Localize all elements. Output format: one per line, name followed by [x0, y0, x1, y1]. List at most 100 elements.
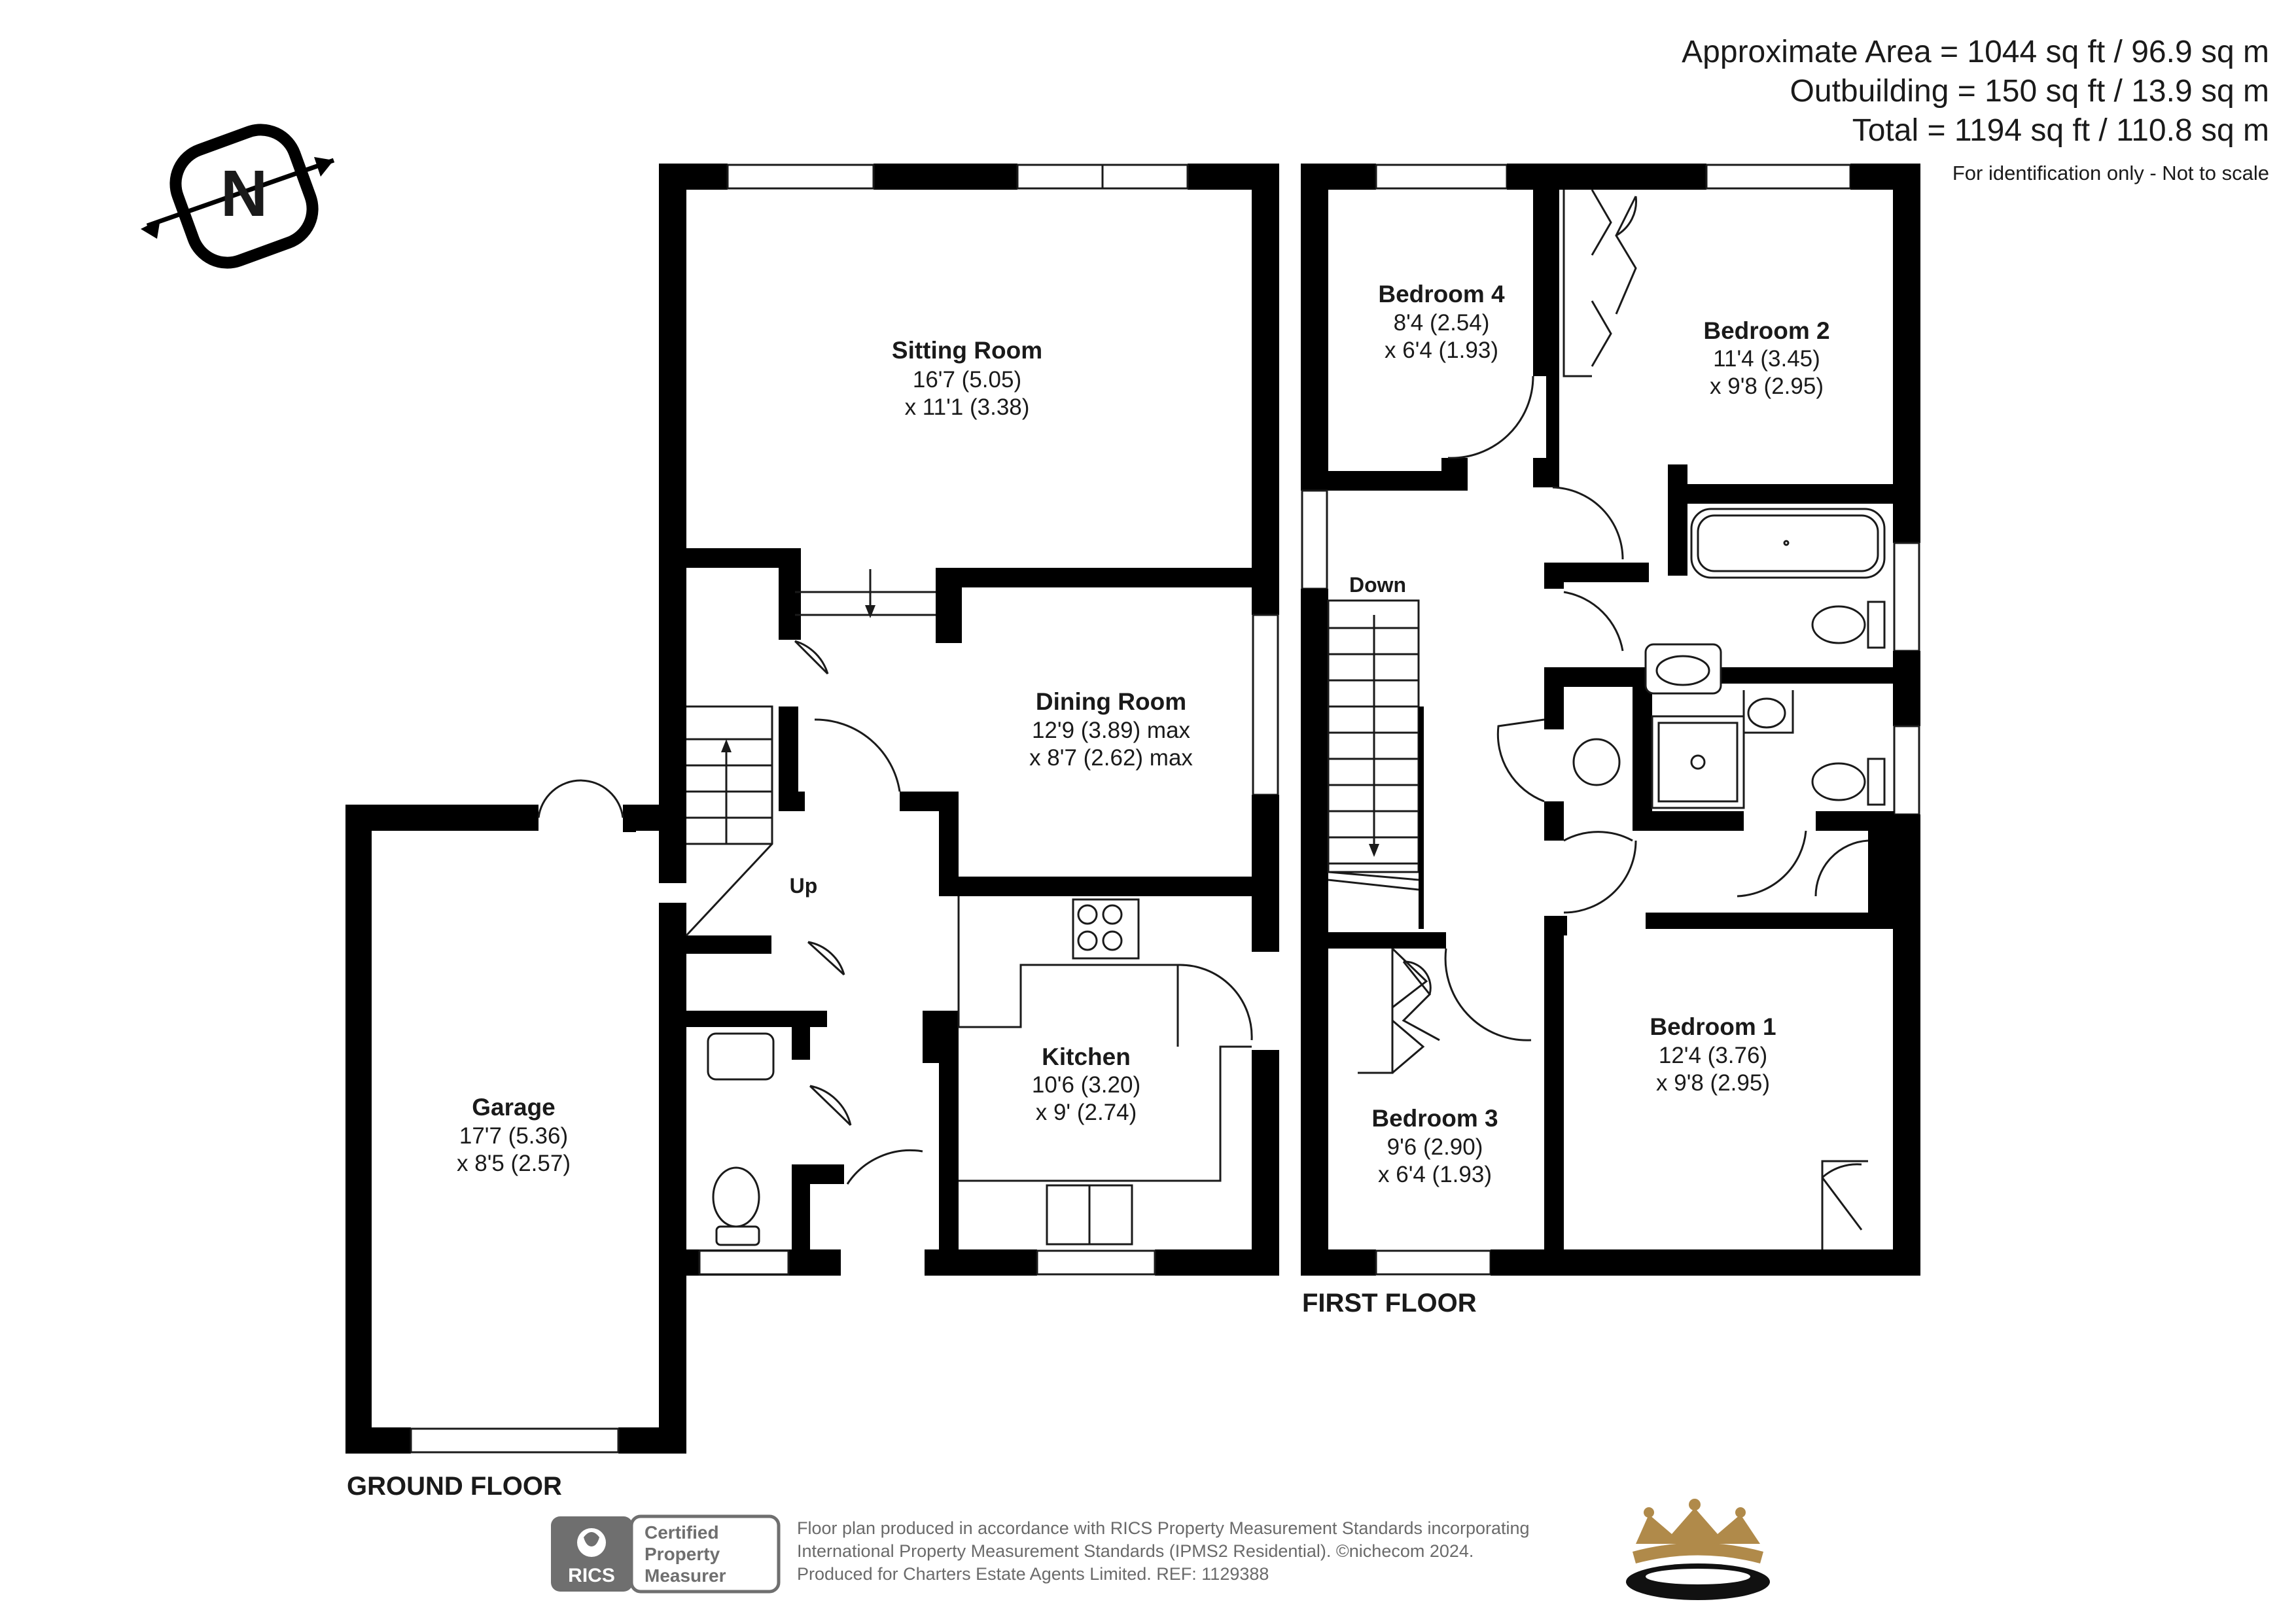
- room-garage: Garage 17'7 (5.36) x 8'5 (2.57): [457, 1094, 571, 1176]
- ensuite-window: [1893, 725, 1920, 816]
- wardrobe-door: [1391, 947, 1428, 1009]
- room-name: Bedroom 2: [1703, 317, 1829, 344]
- room-dim: x 11'1 (3.38): [905, 394, 1030, 420]
- corner-basin: [1742, 690, 1794, 734]
- room-name: Dining Room: [1036, 688, 1186, 715]
- wall: [686, 1011, 827, 1027]
- first-floor: Bedroom 4 8'4 (2.54) x 6'4 (1.93) Bedroo…: [1301, 164, 1920, 1318]
- room-dim: x 9'8 (2.95): [1656, 1070, 1770, 1096]
- sitting-window-left: [726, 164, 875, 190]
- wardrobe-door: [1591, 189, 1612, 256]
- wall: [808, 1164, 844, 1184]
- wall: [1893, 164, 1920, 543]
- room-dim: x 8'7 (2.62) max: [1029, 745, 1193, 771]
- cert-line: Measurer: [645, 1565, 726, 1586]
- wall: [1668, 464, 1687, 576]
- room-name: Kitchen: [1042, 1043, 1131, 1070]
- room-bed2: Bedroom 2 11'4 (3.45) x 9'8 (2.95): [1703, 317, 1829, 399]
- wall: [923, 1011, 959, 1030]
- total-area: Total = 1194 sq ft / 110.8 sq m: [1852, 113, 2269, 148]
- room-dim: 12'4 (3.76): [1659, 1043, 1767, 1068]
- garage-window: [410, 1427, 620, 1454]
- wall: [779, 792, 805, 811]
- footer: RICS Certified Property Measurer Floor p…: [551, 1499, 1770, 1600]
- wc-window: [698, 1249, 790, 1276]
- wall: [1328, 471, 1453, 491]
- room-dim: 12'9 (3.89) max: [1032, 718, 1191, 743]
- wardrobe-door: [1591, 300, 1612, 367]
- wall: [1546, 190, 1559, 487]
- wall: [1868, 824, 1894, 929]
- wall: [1301, 164, 1328, 491]
- wall: [686, 935, 771, 954]
- wall: [618, 1427, 686, 1454]
- room-dim: 17'7 (5.36): [459, 1123, 568, 1149]
- area-summary: Approximate Area = 1044 sq ft / 96.9 sq …: [1682, 35, 2269, 184]
- toilet-icon: [712, 1166, 760, 1228]
- crown-logo-icon: [1626, 1499, 1770, 1600]
- footer-line-3: Produced for Charters Estate Agents Limi…: [797, 1564, 1269, 1584]
- room-name: Garage: [472, 1094, 556, 1121]
- compass-letter: N: [221, 157, 268, 230]
- door-arc: [537, 779, 624, 818]
- wall: [939, 877, 1279, 896]
- wall: [1544, 916, 1567, 935]
- first-floor-label: FIRST FLOOR: [1302, 1289, 1477, 1318]
- landing-window: [1301, 489, 1328, 590]
- kitchen-counter: [957, 896, 1178, 1028]
- wall: [1441, 458, 1468, 491]
- room-name: Sitting Room: [892, 337, 1042, 364]
- toilet-icon: [1811, 605, 1866, 644]
- wall: [939, 1030, 959, 1276]
- wall: [1301, 1249, 1376, 1276]
- kitchen-window: [1036, 1249, 1156, 1276]
- wall: [792, 1027, 810, 1060]
- wall: [345, 805, 372, 1454]
- room-bed4: Bedroom 4 8'4 (2.54) x 6'4 (1.93): [1378, 281, 1505, 363]
- basin-icon: [707, 1032, 775, 1081]
- room-bed1: Bedroom 1 12'4 (3.76) x 9'8 (2.95): [1650, 1013, 1776, 1096]
- room-dim: x 8'5 (2.57): [457, 1151, 571, 1176]
- wall: [939, 877, 959, 896]
- room-dim: 10'6 (3.20): [1032, 1072, 1140, 1098]
- sitting-door-glass: [1016, 164, 1104, 190]
- sitting-door-glass: [1101, 164, 1189, 190]
- wall: [1544, 563, 1564, 589]
- room-dim: x 6'4 (1.93): [1385, 338, 1498, 363]
- wardrobe: [1563, 190, 1592, 377]
- room-name: Bedroom 1: [1650, 1013, 1776, 1040]
- wall: [1328, 932, 1446, 949]
- toilet-icon: [1811, 762, 1866, 801]
- wall: [1633, 667, 1652, 824]
- wall: [1646, 913, 1894, 929]
- room-dim: 9'6 (2.90): [1387, 1134, 1483, 1160]
- wardrobe: [1821, 1160, 1868, 1249]
- outbuilding-area: Outbuilding = 150 sq ft / 13.9 sq m: [1790, 74, 2269, 109]
- shower-icon: [1651, 715, 1745, 809]
- dining-window: [1252, 614, 1279, 796]
- boiler-cupboard: [1572, 738, 1621, 786]
- footer-line-1: Floor plan produced in accordance with R…: [797, 1518, 1530, 1538]
- room-dim: 11'4 (3.45): [1713, 346, 1820, 372]
- wall: [1507, 164, 1706, 190]
- wall: [345, 1427, 411, 1454]
- room-dim: 8'4 (2.54): [1394, 310, 1490, 336]
- room-dining: Dining Room 12'9 (3.89) max x 8'7 (2.62)…: [1029, 688, 1193, 771]
- room-bed3: Bedroom 3 9'6 (2.90) x 6'4 (1.93): [1371, 1105, 1498, 1187]
- wall: [779, 707, 798, 792]
- wall: [1668, 484, 1893, 504]
- bed3-window: [1375, 1249, 1492, 1276]
- ground-floor-label: GROUND FLOOR: [347, 1472, 562, 1501]
- wall: [659, 164, 686, 883]
- room-dim: x 9' (2.74): [1036, 1100, 1137, 1125]
- wall: [1301, 164, 1376, 190]
- room-name: Bedroom 3: [1371, 1105, 1498, 1132]
- cert-line: Certified: [645, 1522, 719, 1543]
- kitchen-counter: [959, 1045, 1252, 1182]
- wardrobe-door: [1392, 1019, 1425, 1074]
- bath-window: [1893, 542, 1920, 652]
- wall: [1252, 795, 1279, 952]
- wall: [939, 792, 959, 877]
- wall: [874, 164, 1017, 190]
- wall: [779, 548, 801, 640]
